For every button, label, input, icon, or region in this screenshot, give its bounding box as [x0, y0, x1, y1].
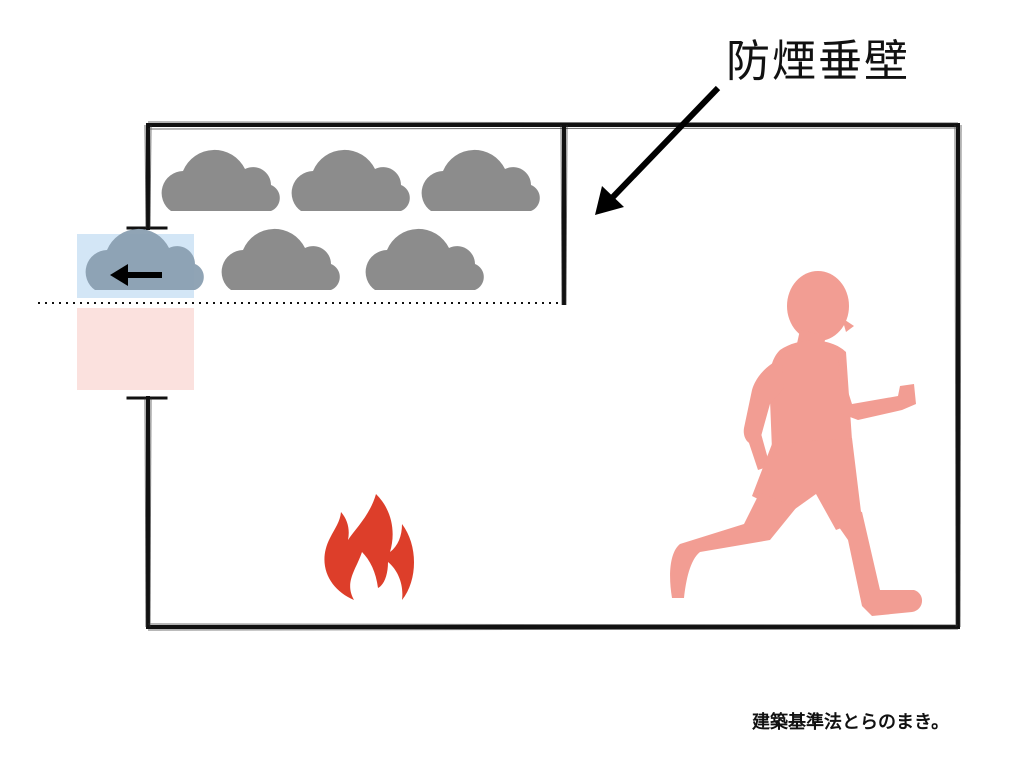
cloud-icon [291, 149, 410, 211]
air-inlet-opening [77, 308, 194, 390]
running-person-icon [670, 271, 923, 616]
cloud-icon [161, 149, 280, 211]
cloud-icon [365, 228, 484, 290]
smoke-hanging-wall [560, 124, 568, 306]
arrow-pointer-icon [595, 85, 721, 215]
cloud-icon [421, 149, 540, 211]
smoke-wall-label: 防煙垂壁 [726, 36, 910, 87]
cloud-icon [221, 228, 340, 290]
arrow-left-icon [110, 264, 162, 286]
credit-text: 建築基準法とらのまき。 [752, 712, 950, 733]
room-wall [126, 123, 960, 629]
fire-icon [324, 494, 414, 600]
